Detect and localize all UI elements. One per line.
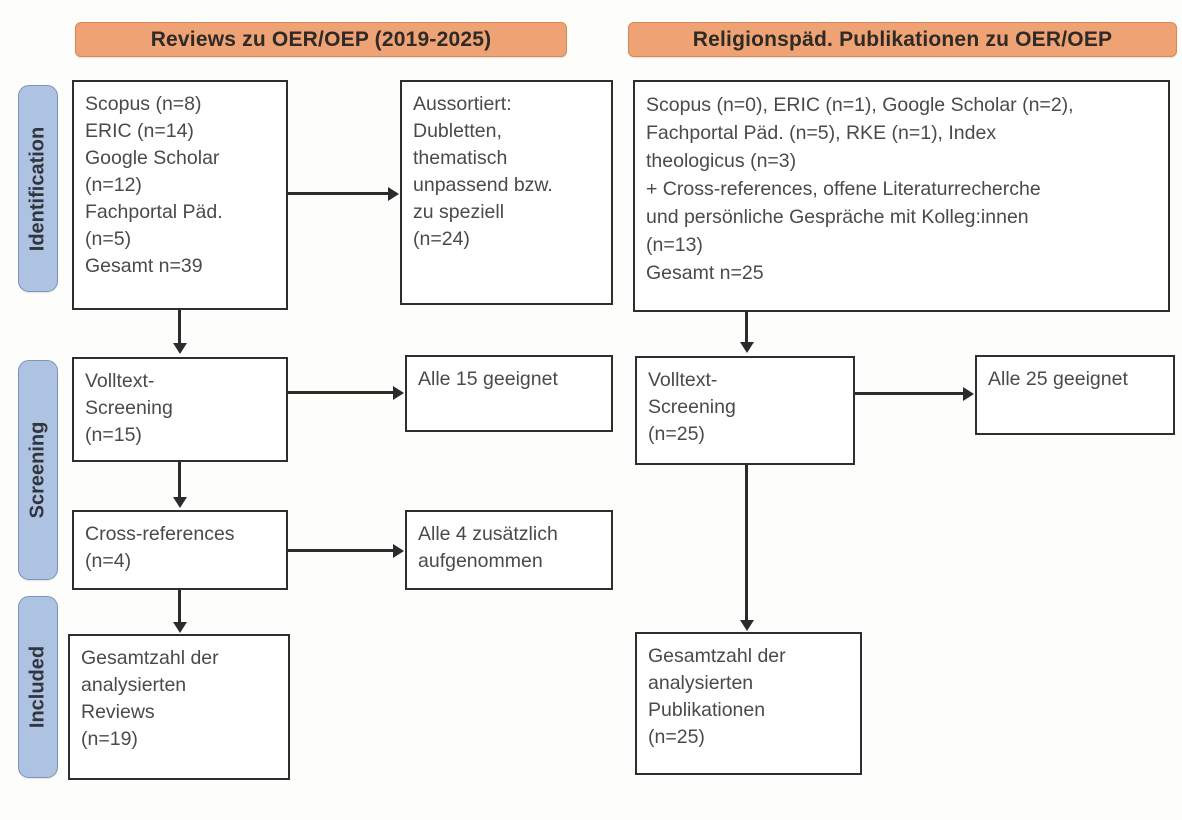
banner-left-column: Reviews zu OER/OEP (2019-2025) [75,22,567,57]
stage-label-included: Included [18,596,58,778]
box-right-all-suitable: Alle 25 geeignet [975,355,1175,435]
box-right-included-total: Gesamtzahl der analysierten Publikatione… [635,632,862,775]
connector-right-fulltext-to-included [745,465,748,620]
arrowhead-right-fulltext-to-suitable [963,386,974,401]
box-left-sources: Scopus (n=8) ERIC (n=14) Google Scholar … [72,80,288,310]
arrowhead-left-crossrefs-to-included [172,622,187,633]
stage-label-screening: Screening [18,360,58,580]
box-right-fulltext-screening: Volltext- Screening (n=25) [635,356,855,465]
arrowhead-left-fulltext-to-crossrefs [172,497,187,508]
box-left-included-total: Gesamtzahl der analysierten Reviews (n=1… [68,634,290,780]
stage-label-identification-text: Identification [26,126,49,251]
stage-label-identification: Identification [18,85,58,292]
arrowhead-left-sources-to-fulltext [172,343,187,354]
arrowhead-right-fulltext-to-included [739,620,754,631]
connector-right-sources-to-fulltext [745,312,748,342]
connector-left-crossrefs-to-included [178,590,181,622]
box-left-all-suitable: Alle 15 geeignet [405,355,613,432]
arrowhead-left-sources-to-excluded [388,186,399,201]
connector-right-fulltext-to-suitable [855,392,963,395]
banner-right-column: Religionspäd. Publikationen zu OER/OEP [628,22,1177,57]
connector-left-fulltext-to-crossrefs [178,462,181,497]
connector-left-fulltext-to-suitable [288,391,393,394]
stage-label-included-text: Included [26,645,49,729]
box-left-fulltext-screening: Volltext- Screening (n=15) [72,357,288,462]
connector-left-sources-to-fulltext [178,310,181,343]
arrowhead-right-sources-to-fulltext [739,342,754,353]
box-left-crossreferences: Cross-references (n=4) [72,510,288,590]
box-left-excluded: Aussortiert: Dubletten, thematisch unpas… [400,80,613,305]
arrowhead-left-crossrefs-to-added [393,543,404,558]
box-right-sources: Scopus (n=0), ERIC (n=1), Google Scholar… [633,80,1170,312]
stage-label-screening-text: Screening [26,421,49,519]
arrowhead-left-fulltext-to-suitable [393,385,404,400]
box-left-crossreferences-added: Alle 4 zusätzlich aufgenommen [405,510,613,590]
connector-left-crossrefs-to-added [288,549,393,552]
connector-left-sources-to-excluded [288,192,388,195]
